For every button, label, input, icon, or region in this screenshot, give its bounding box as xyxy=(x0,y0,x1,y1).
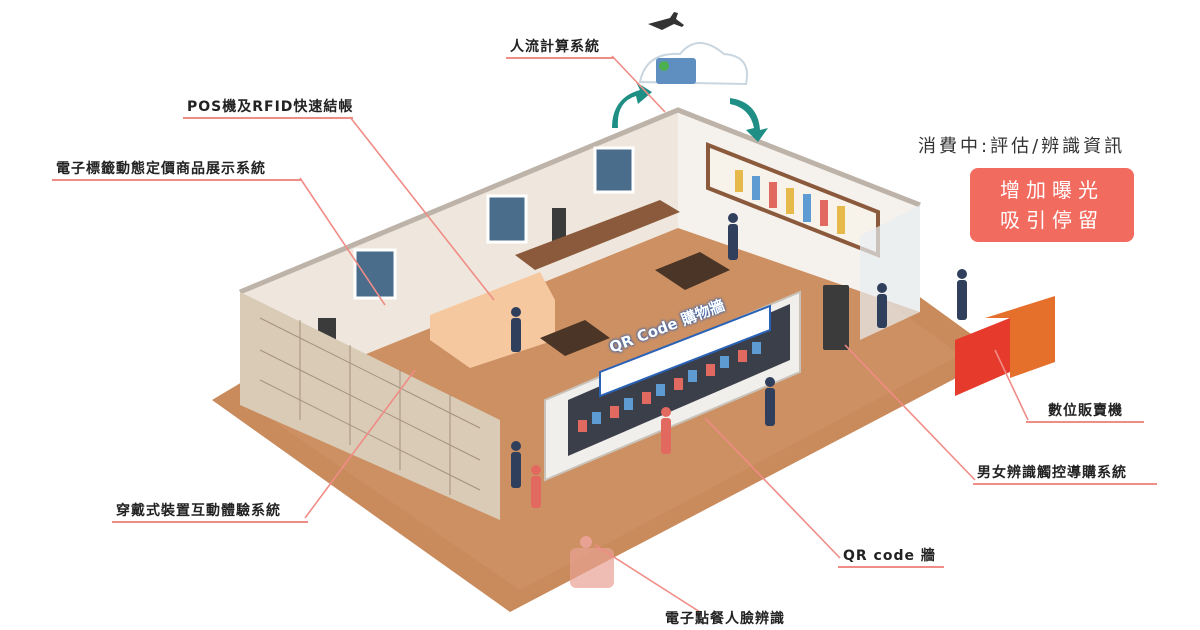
promo-badge: 增加曝光 吸引停留 xyxy=(970,168,1134,242)
label-vending: 數位販賣機 xyxy=(1048,403,1123,419)
label-gender-guide-underline xyxy=(973,483,1157,485)
label-pos-rfid-underline xyxy=(183,117,353,119)
label-qr-wall: QR code 牆 xyxy=(843,548,936,564)
promo-badge-line1: 增加曝光 xyxy=(1000,178,1104,202)
label-vending-underline xyxy=(1026,421,1144,423)
label-pos-rfid: POS機及RFID快速結帳 xyxy=(187,99,354,115)
face-order-icon xyxy=(570,548,614,588)
label-esl-pricing: 電子標籤動態定價商品展示系統 xyxy=(56,161,266,177)
label-wearable-underline xyxy=(112,521,308,523)
status-text: 消費中:評估/辨識資訊 xyxy=(918,136,1126,157)
label-qr-wall-underline xyxy=(838,566,944,568)
label-people-count: 人流計算系統 xyxy=(510,39,600,55)
teal-arrow-down xyxy=(730,98,768,142)
vending-machine xyxy=(955,318,1010,396)
airplane-icon xyxy=(648,12,684,30)
back-wall-left xyxy=(240,110,678,405)
label-esl-pricing-underline xyxy=(52,179,302,181)
pos-counter xyxy=(430,272,555,368)
promo-badge-line2: 吸引停留 xyxy=(1000,208,1104,232)
teal-arrow-up xyxy=(612,82,652,128)
label-gender-guide: 男女辨識觸控導購系統 xyxy=(977,465,1127,481)
front-left-wall xyxy=(240,292,500,520)
label-people-count-underline xyxy=(506,57,614,59)
label-face-order: 電子點餐人臉辨識 xyxy=(665,611,785,627)
label-wearable: 穿戴式裝置互動體驗系統 xyxy=(116,503,281,519)
